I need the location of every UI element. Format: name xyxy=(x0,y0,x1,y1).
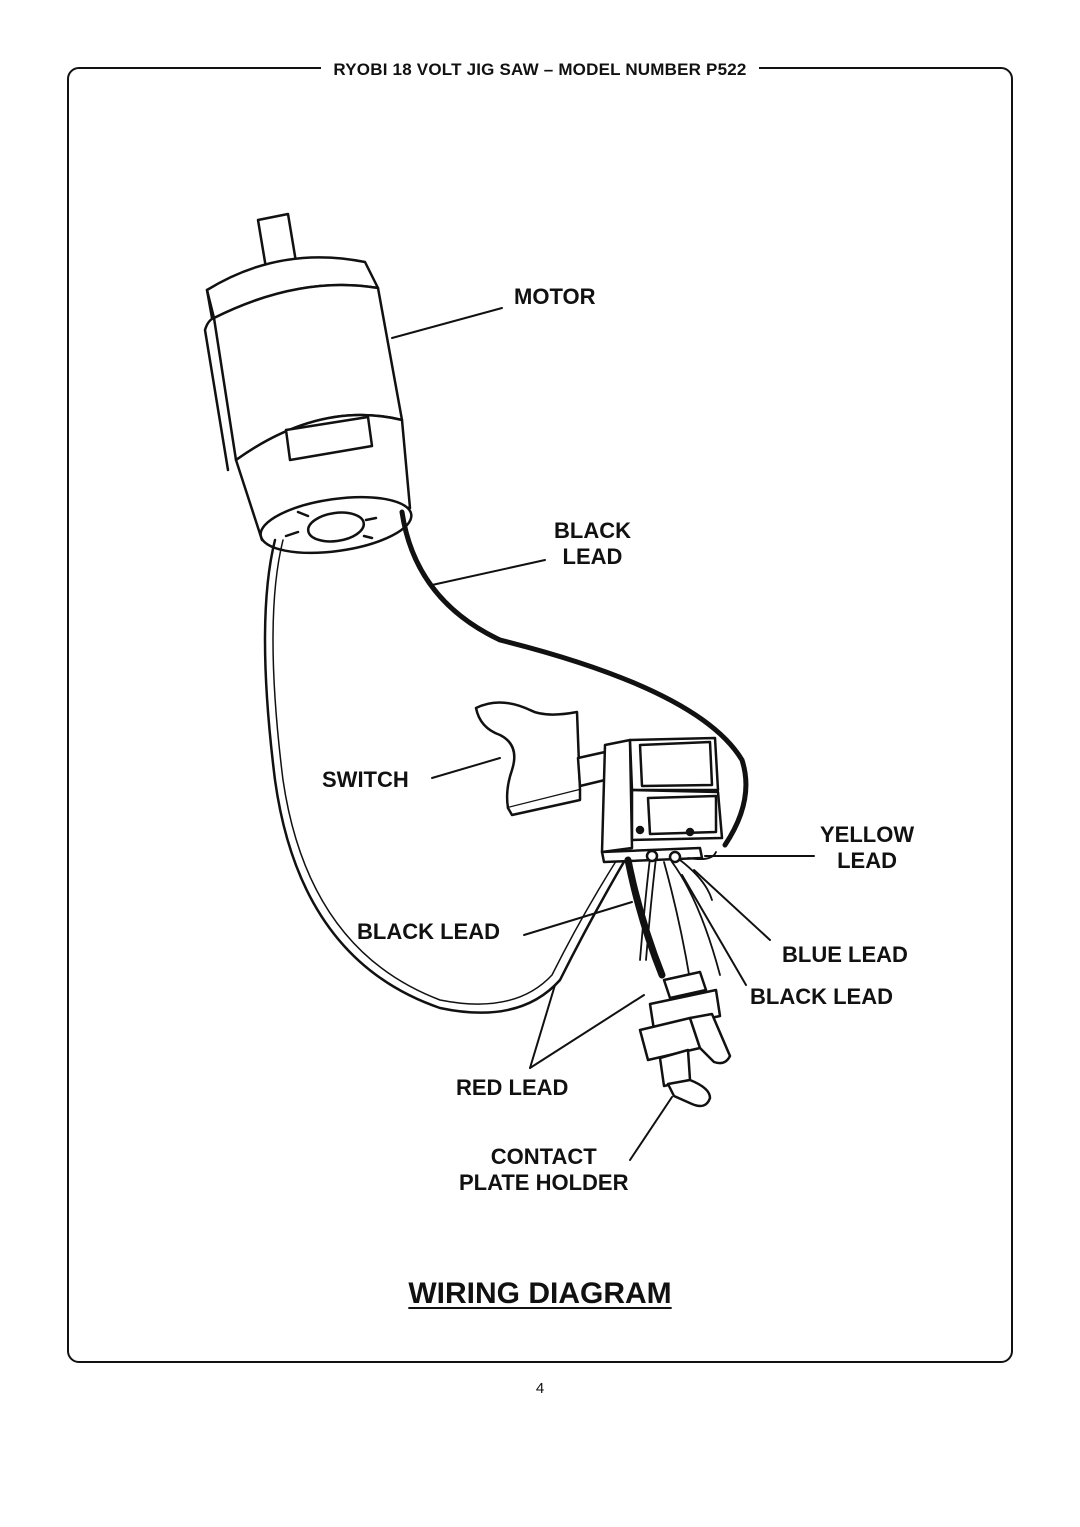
label-blue-lead: BLUE LEAD xyxy=(782,942,908,967)
label-switch: SWITCH xyxy=(322,767,409,792)
wiring-diagram-title-wrap: WIRING DIAGRAM xyxy=(0,1277,1080,1311)
motor xyxy=(203,212,413,555)
contact-plate-holder xyxy=(638,970,732,1108)
page-number: 4 xyxy=(535,1380,545,1397)
label-black-lead-left: BLACK LEAD xyxy=(357,919,500,944)
label-black-lead-right: BLACK LEAD xyxy=(750,984,893,1009)
wiring-diagram-title: WIRING DIAGRAM xyxy=(408,1277,672,1310)
switch xyxy=(474,701,724,864)
label-red-lead: RED LEAD xyxy=(456,1075,569,1100)
switch-leads xyxy=(624,849,721,981)
red-lead-wire xyxy=(263,538,627,1014)
label-black-lead-top: BLACK LEAD xyxy=(554,518,631,569)
label-motor: MOTOR xyxy=(514,284,596,309)
black-lead-wire xyxy=(399,509,749,848)
leader-lines xyxy=(391,307,815,1161)
label-contact-plate-holder: CONTACT PLATE HOLDER xyxy=(459,1144,629,1195)
label-yellow-lead: YELLOW LEAD xyxy=(820,822,915,873)
